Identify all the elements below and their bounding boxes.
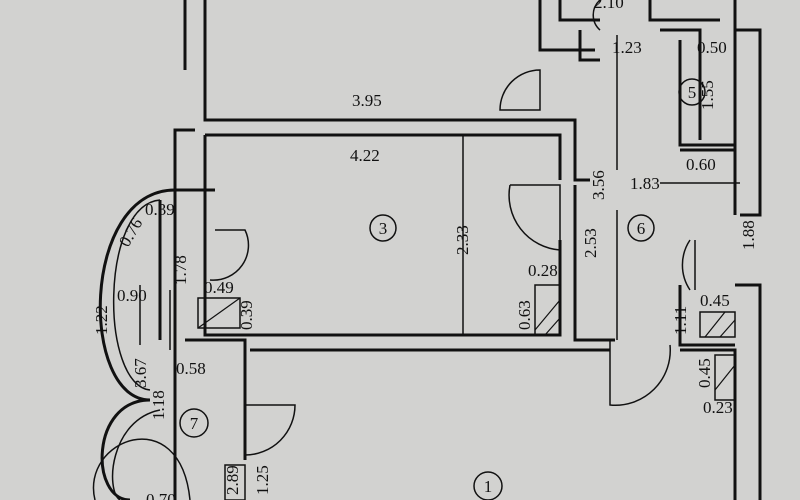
- room-7: 7: [190, 414, 199, 433]
- dim-label: 1.55: [698, 80, 717, 110]
- dim-label: 0.45: [700, 291, 730, 310]
- dim-label: 0.63: [515, 300, 534, 330]
- dim-label: 0.50: [697, 38, 727, 57]
- dim-label: 0.49: [204, 278, 234, 297]
- dim-label: 2.10: [594, 0, 624, 12]
- room-markers: 3 6 5 7 1: [179, 78, 706, 500]
- dim-label: 0.58: [176, 359, 206, 378]
- dim-label: 1.25: [253, 465, 272, 495]
- dim-label: 0.76: [115, 215, 146, 250]
- dim-label: 0.60: [686, 155, 716, 174]
- walls: [158, 0, 762, 500]
- dim-label: 1.22: [92, 305, 111, 335]
- doors: [209, 0, 696, 456]
- room-1: 1: [484, 477, 493, 496]
- hatched-shafts: [197, 284, 736, 500]
- dimension-lines: [139, 35, 740, 350]
- room-3: 3: [379, 219, 388, 238]
- dim-label: 0.39: [145, 200, 175, 219]
- dim-label: 0.39: [237, 300, 256, 330]
- dim-label: 2.33: [453, 225, 472, 255]
- dim-label: 3.56: [589, 170, 608, 200]
- dim-label: 1.88: [739, 220, 758, 250]
- dim-label: 0.28: [528, 261, 558, 280]
- dim-label: 0.23: [703, 398, 733, 417]
- dim-label: 1.11: [671, 306, 690, 335]
- dim-label: 3.95: [352, 91, 382, 110]
- dim-label: 2.89: [223, 465, 242, 495]
- room-6: 6: [637, 219, 646, 238]
- dim-label: 1.78: [171, 255, 190, 285]
- dim-label: 0.90: [117, 286, 147, 305]
- dim-label: 3.67: [131, 358, 150, 388]
- bay-windows: [92, 188, 191, 500]
- dim-label: 4.22: [350, 146, 380, 165]
- dimension-labels: 3.95 4.22 2.33 2.53 3.56 1.83 0.60 1.88 …: [92, 0, 758, 500]
- dim-label: 1.83: [630, 174, 660, 193]
- dim-label: 2.53: [581, 228, 600, 258]
- dim-label: 1.18: [149, 390, 168, 420]
- dim-label: 0.70: [146, 490, 176, 500]
- dim-label: 0.45: [695, 358, 714, 388]
- room-5: 5: [688, 83, 697, 102]
- dim-label: 1.23: [612, 38, 642, 57]
